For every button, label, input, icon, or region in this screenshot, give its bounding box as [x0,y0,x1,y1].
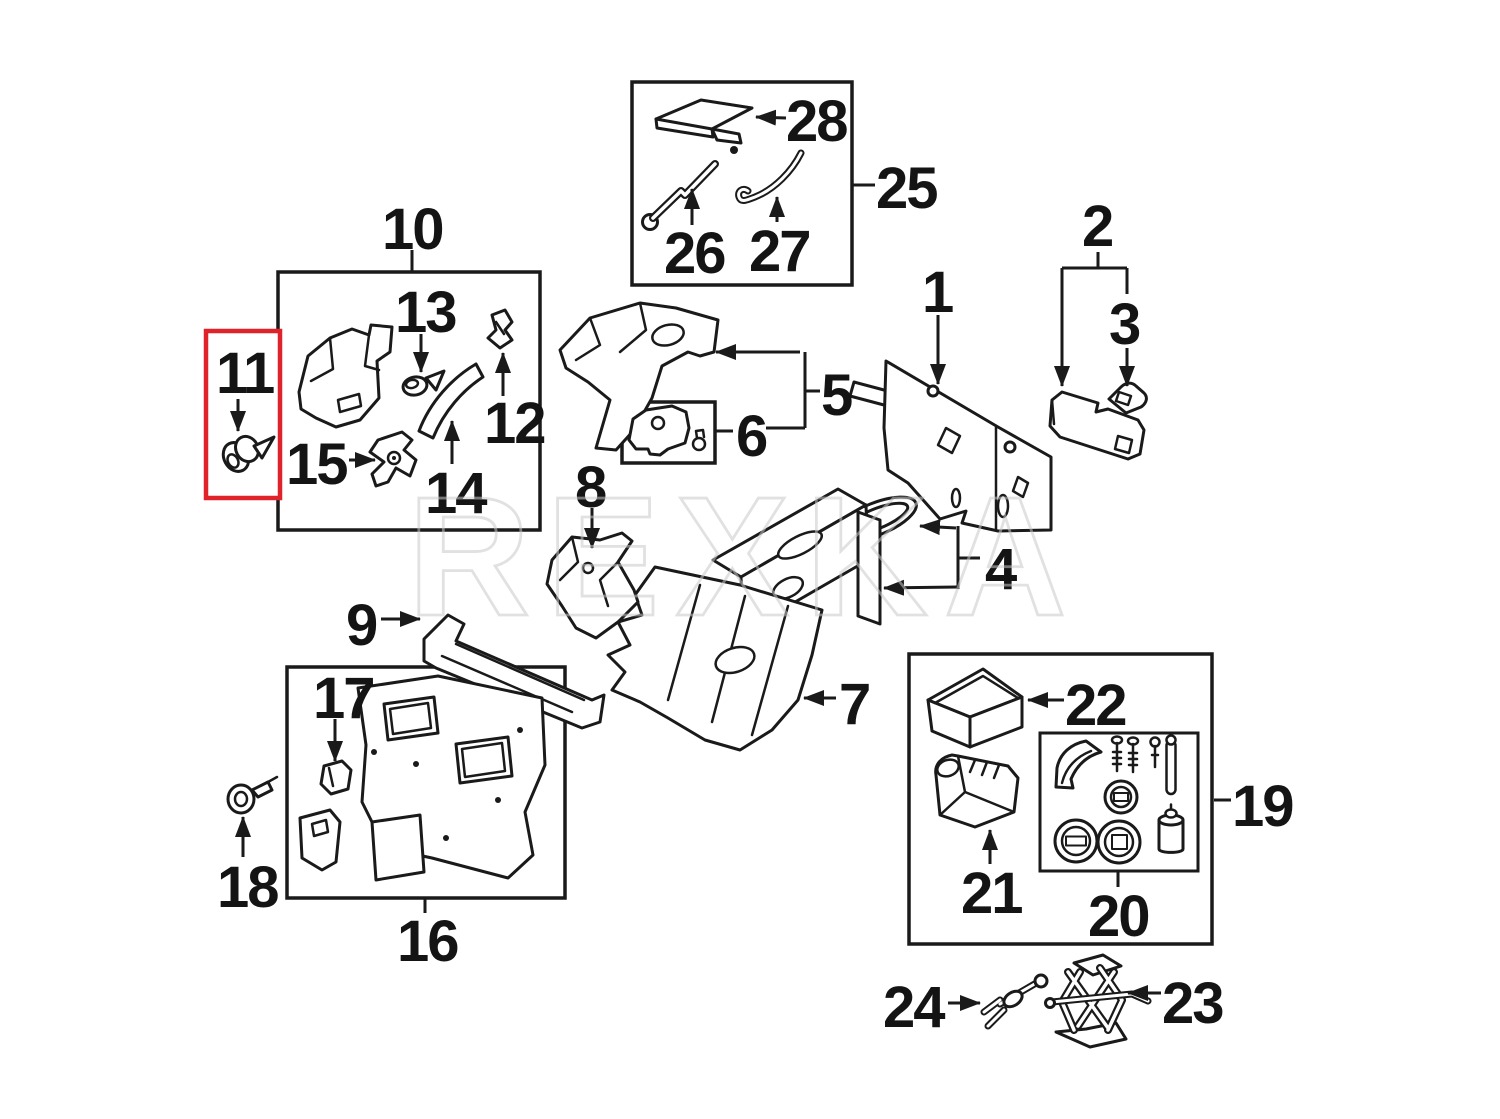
part-label-24: 24 [883,975,945,1040]
part-label-17: 17 [313,666,375,731]
part-label-28: 28 [786,89,848,154]
part-label-16: 16 [397,909,459,974]
part-26-wrench-bar [641,160,719,231]
part-12-clip-bracket [486,308,514,350]
part-7-floor-panel [606,565,824,752]
part-label-2: 2 [1082,194,1114,259]
part-27-hook-rod [735,149,805,204]
part-label-19: 19 [1232,774,1294,839]
part-label-14: 14 [425,461,487,526]
part-label-27: 27 [749,219,811,284]
part-label-20: 20 [1088,884,1150,949]
part-3-bulb [1107,381,1148,415]
part-10-wheelhouse-trim [297,323,394,429]
part-label-11: 11 [216,341,275,406]
part-6-grommet-plate [627,404,707,457]
part-16-mat [370,813,426,882]
part-label-18: 18 [217,855,279,920]
part-label-22: 22 [1065,673,1127,738]
part-label-23: 23 [1162,971,1224,1036]
part-5-pillar-trim [558,301,720,452]
part-label-1: 1 [922,260,954,325]
part-21-tool-holder [934,753,1020,829]
part-2-lamp-housing [1048,390,1146,461]
group-boxes [203,80,1214,946]
part-label-13: 13 [395,280,457,345]
part-22-storage-box [926,667,1024,749]
part-label-15: 15 [286,432,348,497]
part-label-7: 7 [839,672,871,737]
part-9-sill-plate [422,613,606,730]
part-label-4: 4 [985,537,1017,602]
part-28-tool-tray [654,98,754,154]
part-18-fastener-clip [226,775,279,815]
part-13-grommet-clip [401,369,446,397]
part-label-8: 8 [575,455,607,520]
part-label-25: 25 [876,156,938,221]
part-1-rear-panel [848,359,1053,533]
part-label-6: 6 [736,404,768,469]
part-label-12: 12 [484,391,546,456]
part-label-3: 3 [1109,292,1141,357]
part-17-clip [319,759,353,796]
part-label-5: 5 [821,363,853,428]
part-11-push-clip [221,434,276,473]
part-20-fastener-kit [1053,734,1185,865]
part-label-21: 21 [961,861,1023,926]
part-label-9: 9 [346,593,378,658]
part-8-corner-bracket [545,531,640,640]
part-label-26: 26 [664,221,726,286]
part-14-curved-strip [417,362,485,440]
part-16-side-piece [298,808,342,872]
part-23-scissor-jack [1044,953,1152,1049]
part-24-jack-handle [980,973,1049,1030]
callout-lines [230,109,1231,1011]
part-label-10: 10 [382,197,444,262]
